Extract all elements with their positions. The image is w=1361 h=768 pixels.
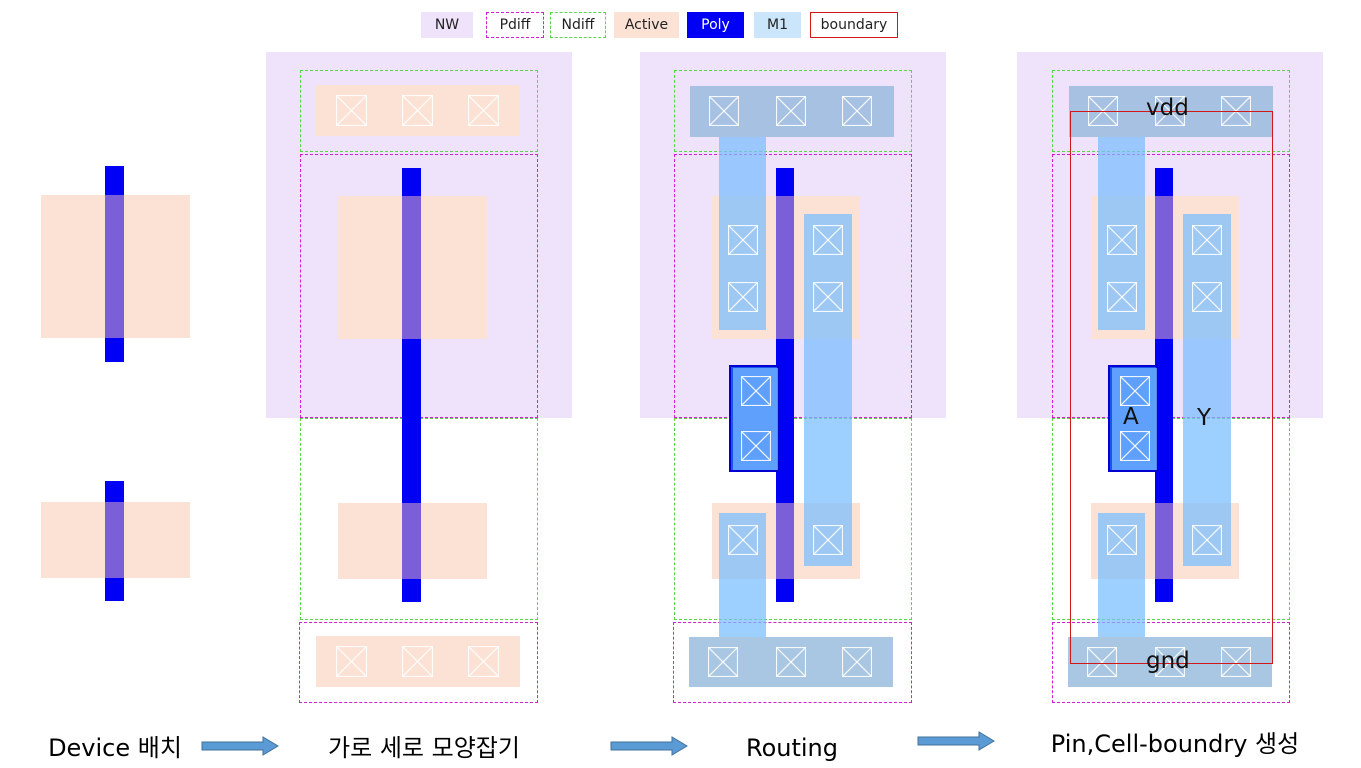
contact-x-mark: [707, 646, 739, 678]
caption-pin-boundary: Pin,Cell-boundry 생성: [1050, 729, 1300, 758]
legend-nw: NW: [421, 12, 473, 38]
contact-icon: [775, 646, 807, 678]
contact-icon: [335, 94, 368, 127]
contact-x-mark: [1191, 281, 1223, 313]
ntap-ndiff: [1052, 70, 1290, 152]
gnd-strap-m1: [1098, 513, 1145, 637]
nmos-channel: [1155, 503, 1173, 579]
contact-x-mark: [1220, 646, 1252, 678]
contact-icon: [1191, 224, 1223, 256]
pin-label-vdd: vdd: [1146, 95, 1189, 121]
ptap-pdiff: [1052, 622, 1290, 703]
pin-label-a: A: [1123, 404, 1139, 430]
contact-icon: [1220, 646, 1252, 678]
contact-icon: [727, 281, 759, 313]
output-m1: [1183, 214, 1231, 566]
contact-icon: [1106, 224, 1138, 256]
legend-boundary: boundary: [810, 12, 898, 38]
caption-shaping: 가로 세로 모양잡기: [328, 733, 520, 762]
nmos-channel: [105, 502, 124, 578]
contact-x-mark: [841, 646, 873, 678]
legend-poly: Poly: [687, 12, 744, 38]
contact-icon: [1119, 375, 1151, 407]
nmos-channel: [776, 503, 794, 579]
contact-icon: [401, 94, 434, 127]
pin-label-gnd: gnd: [1146, 648, 1190, 674]
contact-x-mark: [1191, 224, 1223, 256]
contact-icon: [467, 94, 500, 127]
contact-x-mark: [1154, 646, 1186, 678]
ptap-pdiff: [299, 622, 538, 703]
pmos-channel: [402, 196, 421, 339]
contact-icon: [841, 646, 873, 678]
contact-icon: [1106, 281, 1138, 313]
legend-pdiff: Pdiff: [486, 12, 544, 38]
contact-icon: [1191, 281, 1223, 313]
contact-x-mark: [740, 430, 772, 462]
contact-x-mark: [335, 94, 368, 127]
contact-x-mark: [1106, 281, 1138, 313]
contact-x-mark: [1106, 224, 1138, 256]
arrow-right-icon: [201, 736, 279, 756]
contact-icon: [727, 224, 759, 256]
contact-icon: [335, 645, 368, 678]
contact-x-mark: [775, 95, 807, 127]
legend-m1: M1: [754, 12, 801, 38]
arrow-right-icon: [610, 736, 688, 756]
contact-x-mark: [727, 281, 759, 313]
contact-icon: [775, 95, 807, 127]
contact-x-mark: [1106, 524, 1138, 556]
contact-icon: [740, 430, 772, 462]
contact-icon: [812, 524, 844, 556]
caption-device-placement: Device 배치: [48, 733, 182, 762]
cell-boundary: [1070, 111, 1273, 664]
legend-ndiff: Ndiff: [550, 12, 606, 38]
contact-x-mark: [467, 94, 500, 127]
caption-routing: Routing: [745, 734, 838, 762]
contact-icon: [1086, 646, 1118, 678]
contact-x-mark: [727, 524, 759, 556]
contact-icon: [1119, 430, 1151, 462]
contact-x-mark: [740, 375, 772, 407]
pin-label-y: Y: [1197, 405, 1212, 431]
contact-x-mark: [401, 645, 434, 678]
contact-x-mark: [401, 94, 434, 127]
contact-icon: [812, 224, 844, 256]
ptap-pdiff: [673, 622, 912, 703]
contact-x-mark: [708, 95, 740, 127]
contact-icon: [467, 645, 500, 678]
contact-icon: [727, 524, 759, 556]
contact-x-mark: [775, 646, 807, 678]
pmos-channel: [105, 195, 124, 338]
contact-icon: [1154, 646, 1186, 678]
gnd-strap-m1: [719, 513, 766, 637]
pmos-channel: [1155, 196, 1173, 339]
ntap-ndiff: [300, 70, 538, 152]
contact-x-mark: [467, 645, 500, 678]
contact-x-mark: [1119, 430, 1151, 462]
pmos-channel: [776, 196, 794, 339]
contact-x-mark: [1191, 524, 1223, 556]
contact-x-mark: [812, 281, 844, 313]
contact-x-mark: [1086, 646, 1118, 678]
contact-x-mark: [841, 95, 873, 127]
contact-icon: [708, 95, 740, 127]
arrow-right-icon: [917, 731, 995, 751]
contact-x-mark: [1119, 375, 1151, 407]
output-m1: [804, 214, 852, 566]
contact-x-mark: [812, 224, 844, 256]
contact-x-mark: [812, 524, 844, 556]
contact-icon: [740, 375, 772, 407]
legend-active: Active: [614, 12, 679, 38]
contact-icon: [841, 95, 873, 127]
contact-icon: [1106, 524, 1138, 556]
contact-icon: [401, 645, 434, 678]
contact-x-mark: [335, 645, 368, 678]
ntap-ndiff: [674, 70, 912, 152]
nmos-channel: [402, 503, 421, 579]
contact-x-mark: [727, 224, 759, 256]
contact-icon: [1191, 524, 1223, 556]
contact-icon: [812, 281, 844, 313]
contact-icon: [707, 646, 739, 678]
